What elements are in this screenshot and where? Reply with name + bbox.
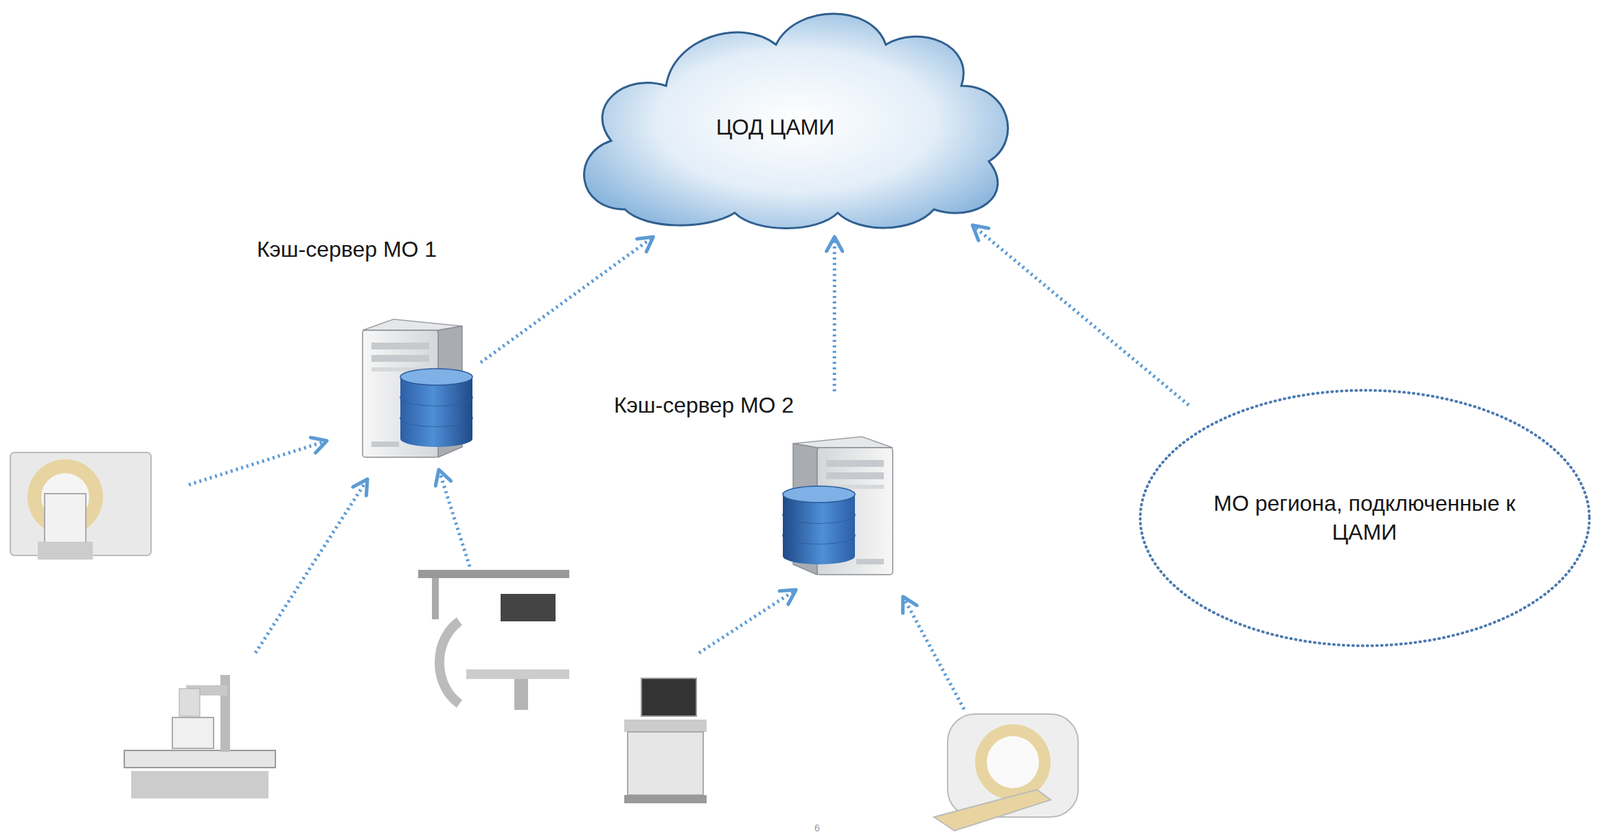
- device-arrow: [699, 589, 796, 654]
- server-node: Кэш-сервер МО 1: [236, 232, 481, 462]
- dotted-arrow: [832, 236, 837, 392]
- node-text: Кэш-сервер МО 1: [256, 235, 437, 265]
- server-icon: [362, 319, 473, 458]
- ct-scanner: [10, 452, 152, 560]
- angiography-unit: [418, 569, 570, 711]
- device-arrows: [188, 440, 965, 710]
- mri-scanner: [933, 714, 1079, 831]
- server-node: Кэш-сервер МО 2: [591, 391, 907, 581]
- page-number: 6: [814, 822, 820, 834]
- dotted-arrow: [972, 225, 1189, 406]
- device-arrow: [438, 469, 470, 567]
- cloud-node: ЦОД ЦАМИ: [563, 3, 1024, 237]
- server-icon: [782, 436, 893, 575]
- ultrasound-unit: [624, 678, 707, 804]
- node-text: Кэш-сервер МО 2: [613, 391, 794, 421]
- dotted-arrow: [480, 236, 654, 363]
- xray-unit: [124, 675, 276, 799]
- device-arrow: [903, 596, 965, 710]
- node-text: МО региона, подключенные к ЦАМИ: [1209, 489, 1519, 547]
- node-text: ЦОД ЦАМИ: [716, 113, 835, 143]
- device-arrow: [188, 440, 327, 485]
- node-outline: [1137, 387, 1592, 649]
- ellipse-node: МО региона, подключенные к ЦАМИ: [1137, 387, 1592, 649]
- device-arrow: [255, 479, 368, 654]
